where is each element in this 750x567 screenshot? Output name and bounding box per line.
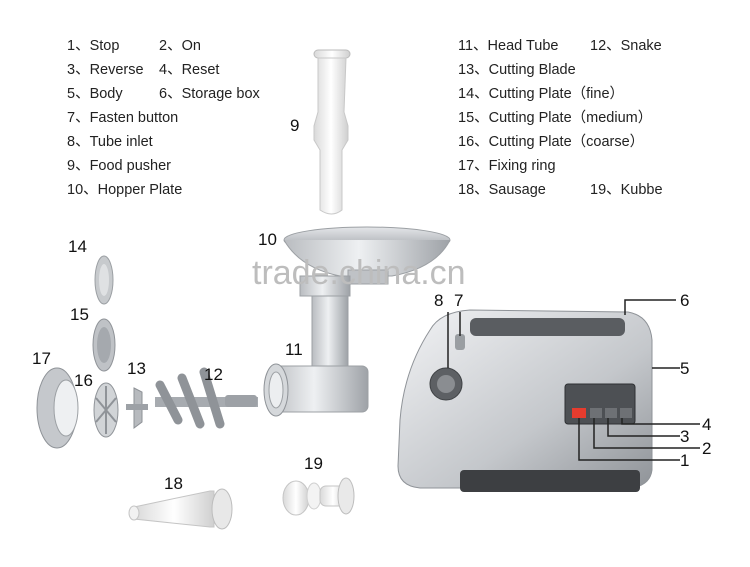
head-tube	[263, 275, 369, 417]
legend-item: 11、Head Tube	[458, 38, 559, 54]
grinder-body	[397, 309, 653, 492]
legend-row: 17、Fixing ring	[458, 154, 663, 178]
legend-row: 9、Food pusher	[67, 154, 260, 178]
legend-row: 3、Reverse 4、Reset	[67, 58, 260, 82]
stop-button	[572, 408, 586, 418]
legend-item: 2、On	[159, 38, 201, 54]
reverse-button	[605, 408, 617, 418]
legend-row: 14、Cutting Plate（fine）	[458, 82, 663, 106]
legend-item: 1、Stop	[67, 38, 120, 54]
callout-3: 3	[680, 427, 689, 446]
legend-item: 6、Storage box	[159, 86, 260, 102]
callout-15: 15	[70, 305, 89, 324]
callout-8: 8	[434, 291, 443, 310]
watermark: trade.china.cn	[252, 254, 466, 292]
food-pusher	[313, 49, 351, 215]
callout-14: 14	[68, 237, 87, 256]
callout-12: 12	[204, 365, 223, 384]
callout-17: 17	[32, 349, 51, 368]
parts-legend-left: 1、Stop 2、On 3、Reverse 4、Reset 5、Body 6、Storag…	[67, 34, 260, 202]
callout-13: 13	[127, 359, 146, 378]
legend-row: 1、Stop 2、On	[67, 34, 260, 58]
callout-19: 19	[304, 454, 323, 473]
storage-box-lid	[470, 318, 625, 336]
kubbe-attachment	[282, 477, 355, 516]
reset-button	[620, 408, 632, 418]
callout-5: 5	[680, 359, 689, 378]
cutting-plate-coarse	[93, 382, 119, 438]
leader-lines	[447, 299, 700, 461]
legend-item: 7、Fasten button	[67, 110, 179, 126]
callout-1: 1	[680, 451, 689, 470]
cutting-plate-medium	[92, 318, 116, 372]
legend-item: 3、Reverse	[67, 62, 144, 78]
legend-item: 15、Cutting Plate（medium）	[458, 110, 653, 126]
legend-item: 17、Fixing ring	[458, 158, 556, 174]
legend-item: 13、Cutting Blade	[458, 62, 576, 78]
callout-16: 16	[74, 371, 93, 390]
legend-item: 10、Hopper Plate	[67, 182, 183, 198]
fasten-button	[455, 334, 465, 350]
legend-item: 8、Tube inlet	[67, 134, 153, 150]
legend-row: 7、Fasten button	[67, 106, 260, 130]
callout-2: 2	[702, 439, 711, 458]
on-button	[590, 408, 602, 418]
callout-10: 10	[258, 230, 277, 249]
legend-row: 5、Body 6、Storage box	[67, 82, 260, 106]
cutting-blade	[126, 387, 148, 429]
legend-item: 5、Body	[67, 86, 123, 102]
callout-18: 18	[164, 474, 183, 493]
legend-row: 15、Cutting Plate（medium）	[458, 106, 663, 130]
legend-item: 4、Reset	[159, 62, 220, 78]
parts-legend-right: 11、Head Tube 12、Snake 13、Cutting Blade 14、C…	[458, 34, 663, 202]
cutting-plate-fine	[94, 255, 114, 305]
legend-item: 14、Cutting Plate（fine）	[458, 86, 625, 102]
fixing-ring	[36, 367, 79, 449]
snake-auger	[155, 367, 258, 429]
legend-item: 19、Kubbe	[590, 182, 663, 198]
legend-row: 18、Sausage 19、Kubbe	[458, 178, 663, 202]
legend-item: 18、Sausage	[458, 182, 546, 198]
legend-row: 10、Hopper Plate	[67, 178, 260, 202]
legend-item: 9、Food pusher	[67, 158, 171, 174]
legend-row: 11、Head Tube 12、Snake	[458, 34, 663, 58]
legend-row: 13、Cutting Blade	[458, 58, 663, 82]
callout-6: 6	[680, 291, 689, 310]
sausage-nozzle	[128, 488, 233, 530]
legend-item: 16、Cutting Plate（coarse）	[458, 134, 645, 150]
legend-row: 8、Tube inlet	[67, 130, 260, 154]
hopper-plate	[283, 226, 451, 285]
callout-9: 9	[290, 116, 299, 135]
callout-11: 11	[285, 340, 303, 359]
callout-7: 7	[454, 291, 463, 310]
legend-row: 16、Cutting Plate（coarse）	[458, 130, 663, 154]
legend-item: 12、Snake	[590, 38, 662, 54]
callout-4: 4	[702, 415, 711, 434]
